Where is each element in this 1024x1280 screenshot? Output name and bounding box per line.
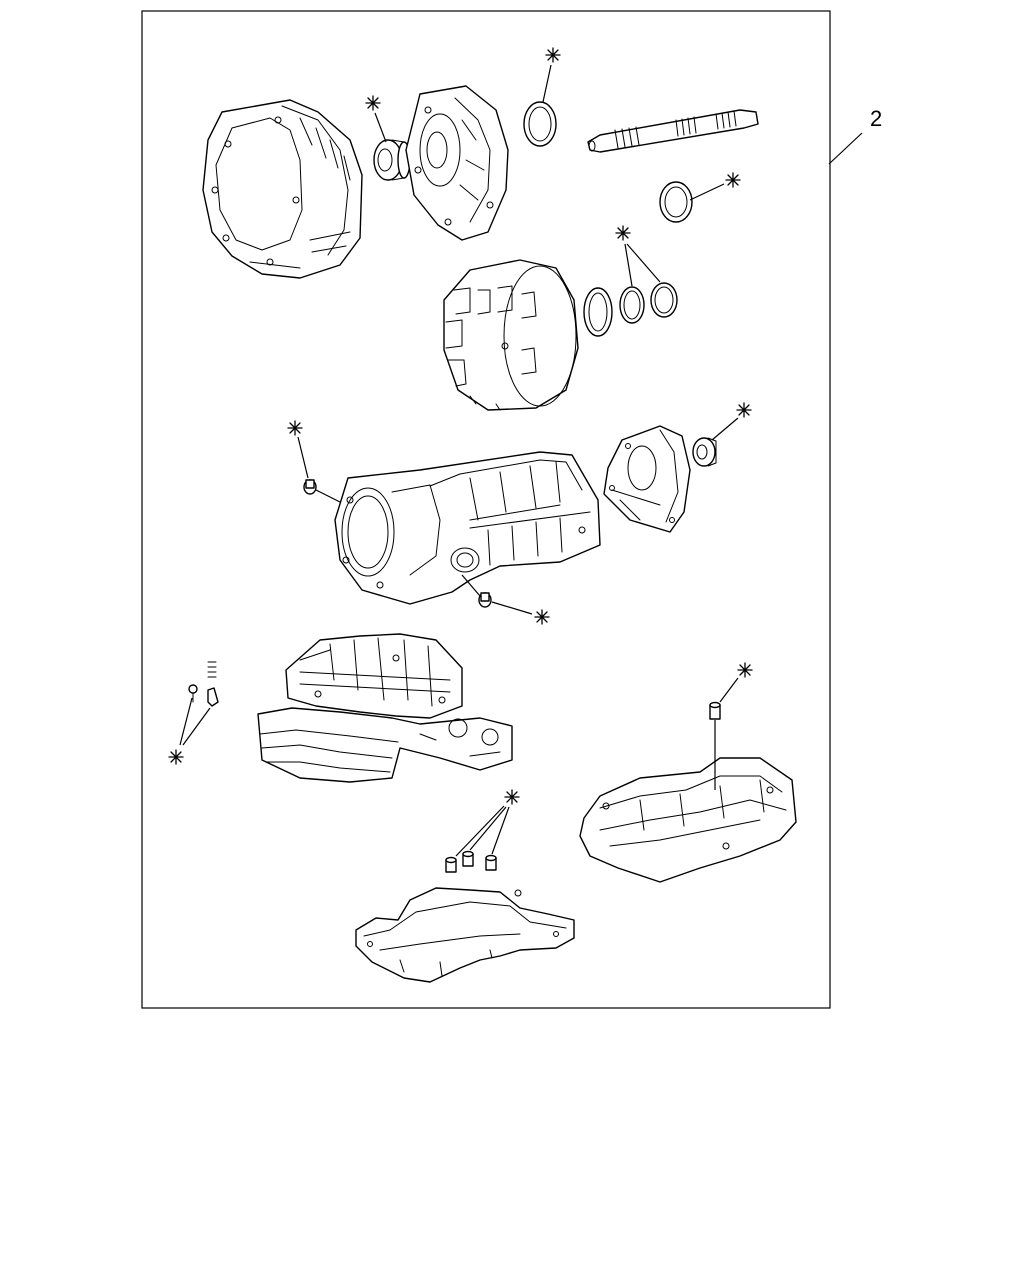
valve-ball-and-spring[interactable] (188, 661, 219, 707)
sealing-rings[interactable] (583, 282, 678, 337)
leader-sealing-ring-a (624, 243, 633, 287)
asterisk-marker-shaft-ring (725, 172, 741, 188)
oil-pan-plate[interactable] (355, 887, 575, 983)
leader-case-plug-upper (297, 436, 309, 479)
leader-piston-a (455, 805, 505, 857)
asterisk-marker-sealing-rings (615, 225, 631, 241)
leader-snap-ring (542, 64, 552, 103)
bell-housing[interactable] (202, 99, 363, 279)
asterisk-marker-extension-seal (736, 402, 752, 418)
leader-case-plug-lower (491, 601, 533, 615)
oil-pump[interactable] (405, 85, 509, 241)
leader-piston-b (469, 806, 507, 851)
leader-extension-seal (711, 417, 739, 441)
leader-seal (374, 112, 387, 143)
diagram-frame (141, 10, 831, 1009)
valve-body-pistons[interactable] (445, 850, 497, 873)
leader-case-plug-lower-to-case (461, 574, 481, 597)
valve-body-filter[interactable] (709, 701, 721, 720)
clutch-drum[interactable] (443, 259, 579, 411)
extension-housing[interactable] (603, 425, 691, 533)
callout-leader (828, 132, 863, 165)
asterisk-marker-case-plug-lower (534, 609, 550, 625)
transmission-case[interactable] (334, 451, 601, 605)
case-plug-upper[interactable] (303, 479, 317, 495)
leader-shaft-ring (689, 183, 725, 201)
leader-spring (182, 707, 211, 746)
valve-body-lower[interactable] (579, 757, 797, 883)
asterisk-marker-snap-ring (545, 47, 561, 63)
leader-case-plug-upper-to-case (315, 489, 341, 503)
oil-pump-seal[interactable] (373, 139, 411, 181)
input-shaft[interactable] (587, 109, 759, 153)
asterisk-marker-pistons (504, 789, 520, 805)
leader-piston-c (491, 806, 510, 855)
asterisk-marker-seal (365, 95, 381, 111)
callout-number: 2 (870, 106, 882, 131)
snap-ring-upper[interactable] (523, 101, 557, 147)
case-plug-lower[interactable] (478, 592, 492, 608)
asterisk-marker-filter (737, 662, 753, 678)
valve-body-upper-with-plates[interactable] (257, 633, 513, 783)
shaft-snap-ring[interactable] (659, 181, 693, 223)
leader-sealing-ring-b (626, 243, 661, 283)
asterisk-marker-ball-spring (168, 749, 184, 765)
extension-seal[interactable] (692, 437, 717, 467)
leader-filter (719, 677, 739, 703)
asterisk-marker-case-plug-upper (287, 420, 303, 436)
leader-ball (179, 697, 193, 746)
